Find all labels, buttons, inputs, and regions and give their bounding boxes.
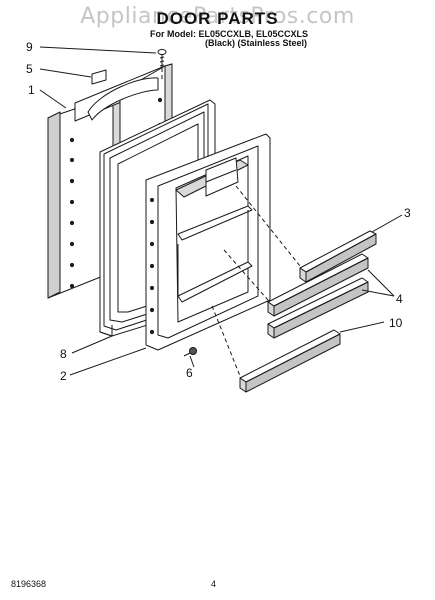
page-number: 4 [211, 579, 217, 589]
top-screw [157, 49, 167, 68]
callout-8: 8 [60, 347, 67, 361]
callout-4: 4 [396, 292, 403, 306]
watermark: AppliancePartsPros.com [80, 4, 355, 29]
bar-part-3 [299, 230, 377, 283]
leader-lines [39, 46, 403, 376]
callout-5: 5 [26, 62, 33, 76]
page-title: DOOR PARTS [156, 9, 279, 28]
callout-9: 9 [26, 40, 33, 54]
variant-line: (Black) (Stainless Steel) [205, 38, 308, 48]
document-number: 8196368 [11, 579, 47, 589]
callout-1: 1 [28, 83, 35, 97]
door-label [91, 69, 107, 85]
bar-part-4a [267, 253, 369, 317]
model-line: For Model: EL05CCXLB, EL05CCXLS [150, 29, 309, 39]
door-liner [145, 133, 271, 351]
callout-10: 10 [389, 316, 403, 330]
bar-part-4b [267, 277, 369, 339]
callout-6: 6 [186, 366, 193, 380]
bar-part-10 [239, 329, 341, 393]
callout-2: 2 [60, 369, 67, 383]
liner-screw [183, 347, 197, 357]
callout-labels: 9 5 1 3 4 10 8 2 6 [26, 40, 411, 383]
callout-3: 3 [404, 206, 411, 220]
